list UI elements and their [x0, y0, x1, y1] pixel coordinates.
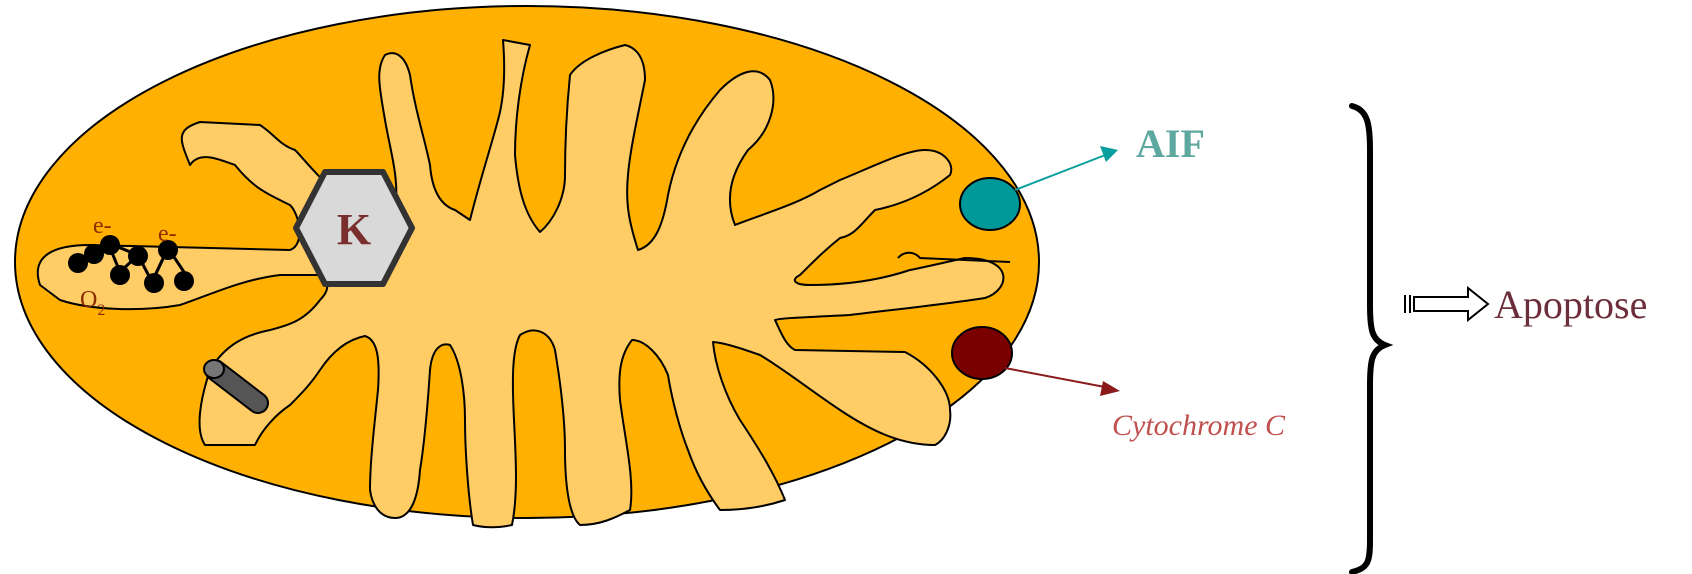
- electron-label-2: e-: [158, 221, 177, 247]
- chain-bead: [110, 265, 130, 285]
- curly-brace: [1352, 106, 1385, 572]
- k-label: K: [337, 205, 371, 254]
- chain-bead: [128, 246, 148, 266]
- aif-dot: [960, 178, 1020, 230]
- cytochrome-dot: [952, 327, 1012, 379]
- chain-bead: [174, 271, 194, 291]
- aif-arrow: [1015, 154, 1108, 190]
- aif-label: AIF: [1136, 121, 1205, 166]
- aif-arrowhead: [1100, 146, 1118, 162]
- apoptose-label: Apoptose: [1494, 282, 1647, 327]
- cytochrome-label: Cytochrome C: [1112, 409, 1286, 442]
- cytochrome-arrow: [1005, 368, 1110, 388]
- chain-bead: [144, 273, 164, 293]
- apoptose-arrow: [1405, 288, 1488, 320]
- electron-label-1: e-: [93, 213, 112, 239]
- cytochrome-arrowhead: [1100, 381, 1120, 396]
